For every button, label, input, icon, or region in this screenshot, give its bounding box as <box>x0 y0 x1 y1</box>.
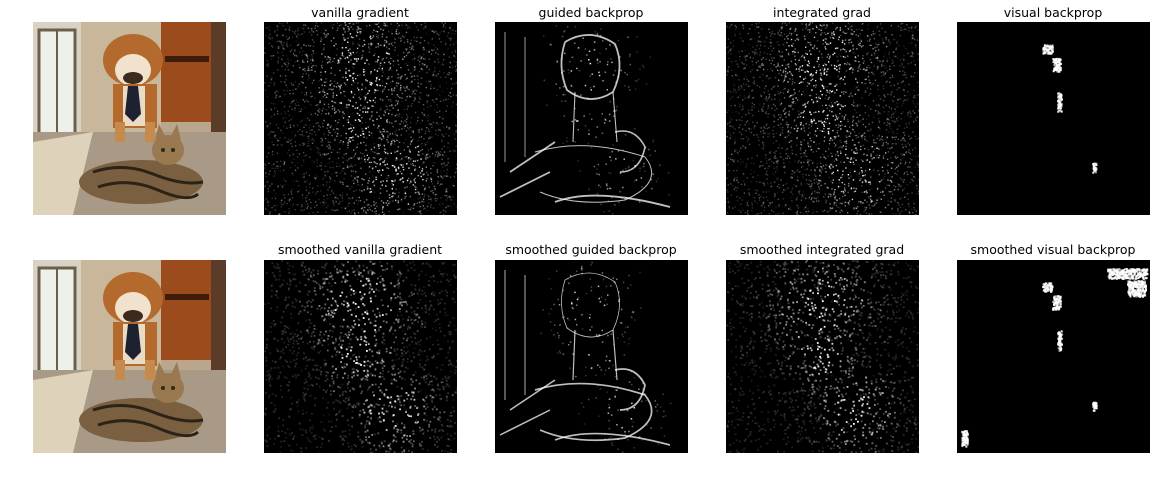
panel-title-vanilla-gradient: vanilla gradient <box>311 5 409 20</box>
saliency-image <box>726 260 919 453</box>
original-photo-dog-cat <box>33 260 226 453</box>
saliency-image <box>957 260 1150 453</box>
saliency-map-visual-backprop <box>957 22 1150 215</box>
saliency-map-smoothed-visual-backprop <box>957 260 1150 453</box>
saliency-map-guided-backprop <box>495 22 688 215</box>
saliency-image <box>264 260 457 453</box>
saliency-map-integrated-grad <box>726 22 919 215</box>
original-photo-dog-cat <box>33 22 226 215</box>
saliency-map-smoothed-integrated-grad <box>726 260 919 453</box>
photo-image <box>33 22 226 215</box>
saliency-map-vanilla-gradient <box>264 22 457 215</box>
panel-title-visual-backprop: visual backprop <box>1003 5 1103 20</box>
saliency-image <box>495 22 688 215</box>
panel-title-guided-backprop: guided backprop <box>538 5 644 20</box>
panel-title-smoothed-vanilla-gradient: smoothed vanilla gradient <box>277 242 443 257</box>
panel-title-smoothed-integrated-grad: smoothed integrated grad <box>739 242 905 257</box>
panel-title-smoothed-visual-backprop: smoothed visual backprop <box>970 242 1136 257</box>
saliency-image <box>264 22 457 215</box>
saliency-image <box>495 260 688 453</box>
panel-title-integrated-grad: integrated grad <box>773 5 871 20</box>
saliency-map-smoothed-vanilla-gradient <box>264 260 457 453</box>
saliency-image <box>726 22 919 215</box>
panel-title-smoothed-guided-backprop: smoothed guided backprop <box>505 242 677 257</box>
saliency-map-smoothed-guided-backprop <box>495 260 688 453</box>
saliency-image <box>957 22 1150 215</box>
photo-image <box>33 260 226 453</box>
